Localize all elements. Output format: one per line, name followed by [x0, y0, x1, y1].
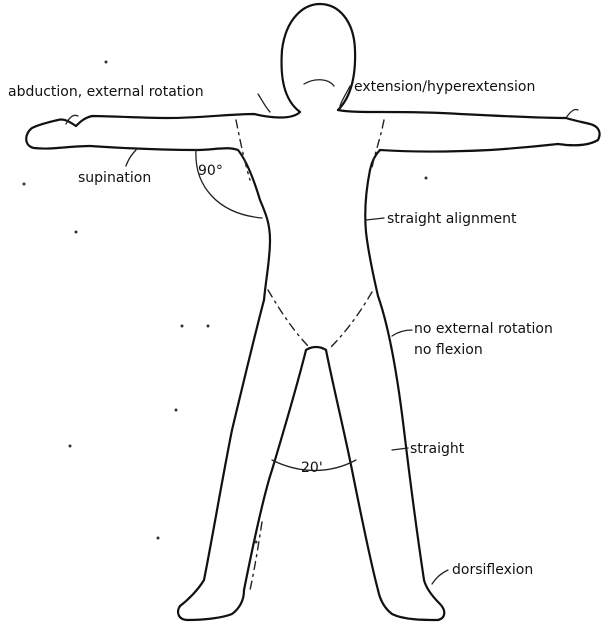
right-leg-inner [326, 350, 378, 590]
right-arm-upper-edge [338, 110, 566, 118]
left-arm-lower-edge [90, 146, 270, 240]
label-no-flexion: no flexion [414, 342, 483, 358]
label-dorsiflexion: dorsiflexion [452, 562, 533, 578]
label-straight: straight [410, 441, 465, 457]
chin [304, 80, 334, 86]
label-straight-alignment: straight alignment [387, 211, 517, 227]
left-leg-inner [244, 350, 306, 590]
crotch [306, 347, 326, 350]
label-abduction: abduction, external rotation [8, 84, 204, 100]
leader-supination [126, 150, 136, 166]
right-thumb [566, 109, 578, 118]
right-shoulder-crease [372, 120, 384, 168]
label-extension: extension/hyperextension [354, 79, 535, 95]
right-foot [378, 580, 444, 620]
right-hand [558, 118, 600, 145]
leader-no-external-rotation [392, 330, 412, 336]
left-arm-upper-edge [76, 112, 300, 126]
label-supination: supination [78, 170, 151, 186]
leader-abduction [258, 94, 270, 112]
left-leg-outer [180, 300, 264, 606]
shoulder-angle-arc [196, 150, 262, 218]
left-hand [26, 119, 90, 148]
label-leg-angle: 20' [301, 460, 323, 476]
left-foot [178, 590, 244, 620]
left-hip-crease [268, 290, 310, 348]
label-no-external-rotation: no external rotation [414, 321, 553, 337]
right-leg-outer [378, 296, 424, 580]
leader-dorsiflexion [432, 570, 448, 584]
right-hip-crease [330, 292, 372, 348]
leader-straight-alignment [366, 218, 384, 220]
right-torso [365, 150, 380, 296]
label-shoulder-angle: 90° [198, 163, 223, 179]
right-arm-lower-edge [380, 144, 558, 152]
